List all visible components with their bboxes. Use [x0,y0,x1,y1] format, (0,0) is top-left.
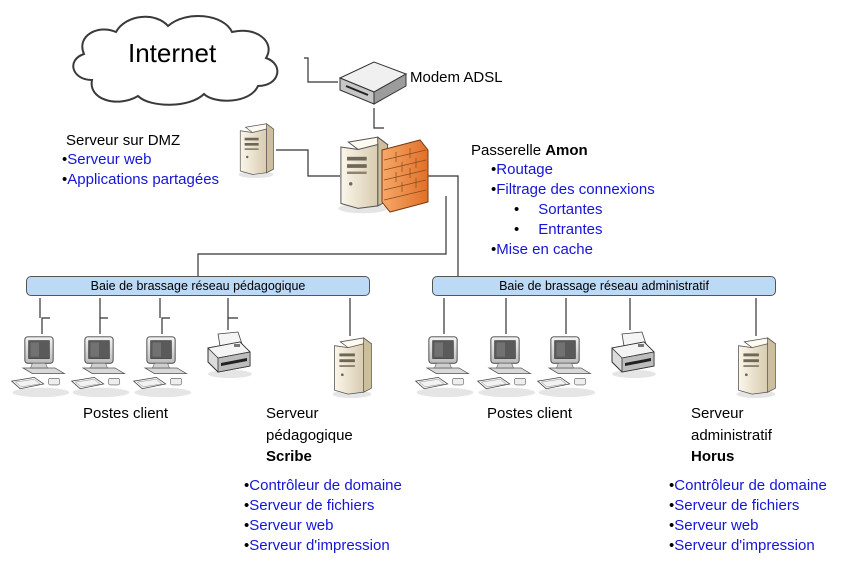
horus-line1: Serveur [691,405,744,422]
client-pc-icon [537,336,596,398]
list-item: •Serveur web [62,151,152,168]
scribe-name: Scribe [266,448,312,465]
horus-server-icon [736,337,776,398]
client-pc-icon [415,336,474,398]
list-item: •Serveur web [669,517,759,534]
client-pc-icon [133,336,192,398]
list-item: •Mise en cache [491,241,593,258]
modem-device [338,61,408,105]
scribe-server-icon [332,337,372,398]
list-item: •Serveur de fichiers [244,497,375,514]
internet-cloud [72,15,279,106]
amon-title: Passerelle Amon [471,142,588,159]
list-item: •Applications partagées [62,171,220,188]
switch-administratif: Baie de brassage réseau administratif [432,276,776,296]
client-pc-icon [11,336,70,398]
list-item: •Serveur web [244,517,334,534]
client-pc-icon [71,336,130,398]
scribe-services-list: •Contrôleur de domaine •Serveur de fichi… [244,476,402,556]
horus-name: Horus [691,448,735,465]
modem-label: Modem ADSL [410,69,503,86]
clients-right-label: Postes client [487,405,573,422]
horus-services-list: •Contrôleur de domaine •Serveur de fichi… [669,476,827,556]
list-item: •Filtrage des connexions [491,181,655,198]
amon-gateway-icon [337,136,429,214]
internet-label: Internet [128,38,217,68]
list-item: •Serveur d'impression [669,537,815,554]
printer-icon [207,331,253,379]
scribe-line2: pédagogique [266,427,353,444]
amon-name: Amon [545,142,588,159]
list-item: •Contrôleur de domaine [244,477,402,494]
list-item: •Entrantes [514,221,603,238]
client-pc-icon [477,336,536,398]
list-item: •Routage [491,161,553,178]
switch-pedagogique: Baie de brassage réseau pédagogique [26,276,370,296]
dmz-services-list: •Serveur web •Applications partagées [62,150,219,190]
horus-line2: administratif [691,427,772,444]
amon-features-list: •Routage •Filtrage des connexions •Sorta… [491,160,655,260]
network-links [39,57,757,336]
list-item: •Serveur de fichiers [669,497,800,514]
scribe-line1: Serveur [266,405,319,422]
dmz-server-icon [238,123,274,178]
printer-icon [611,331,657,379]
dmz-title: Serveur sur DMZ [66,132,181,149]
list-item: •Contrôleur de domaine [669,477,827,494]
clients-left-label: Postes client [83,405,169,422]
list-item: •Serveur d'impression [244,537,390,554]
list-item: •Sortantes [514,201,603,218]
